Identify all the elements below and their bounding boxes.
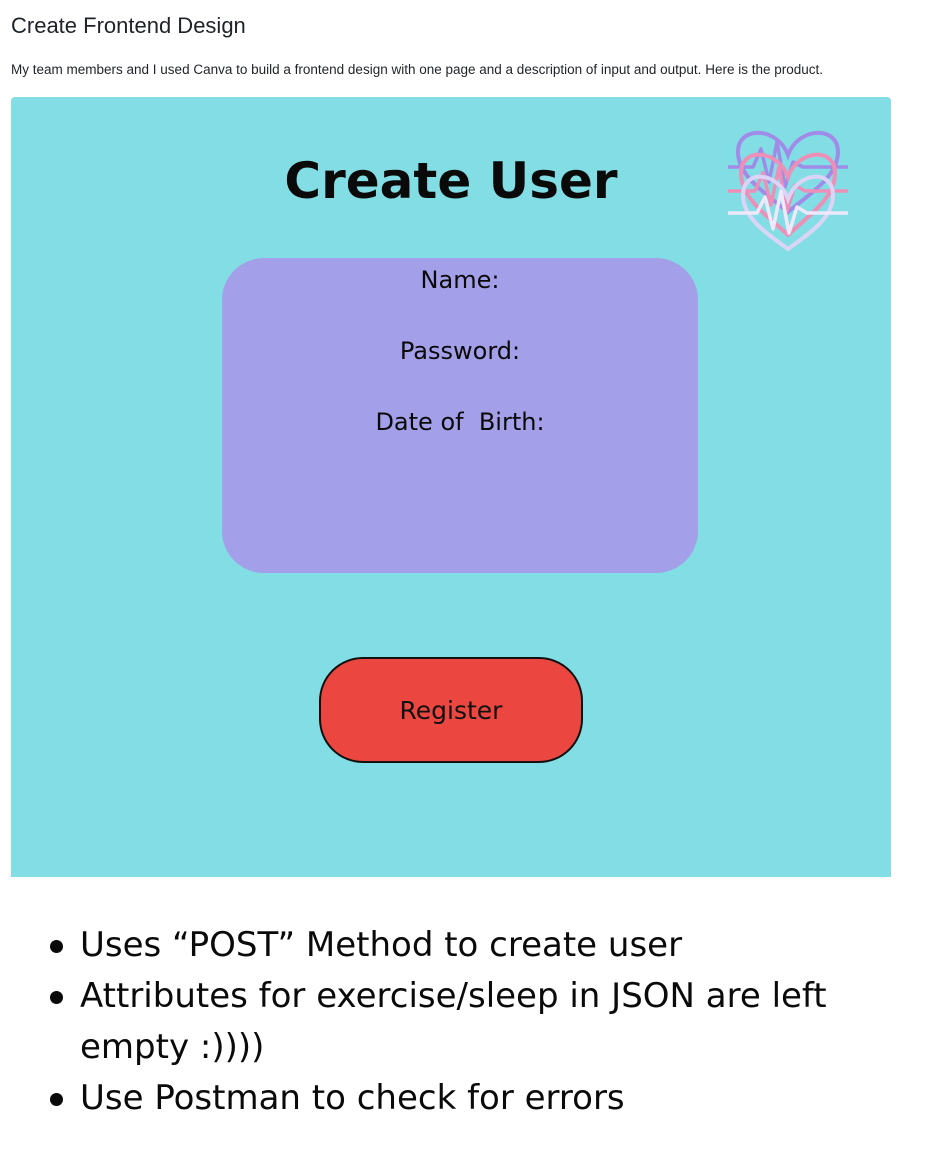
list-item: Uses “POST” Method to create user (44, 920, 904, 971)
bullet-icon (50, 940, 63, 953)
note-text: Uses “POST” Method to create user (80, 925, 683, 965)
dob-field-label: Date of Birth: (375, 408, 545, 436)
heart-pulse-icon (728, 130, 848, 252)
create-user-title: Create User (284, 152, 618, 210)
notes-list: Uses “POST” Method to create user Attrib… (44, 920, 904, 1124)
page-description: My team members and I used Canva to buil… (11, 62, 823, 77)
name-field-label: Name: (420, 266, 500, 294)
note-text: Attributes for exercise/sleep in JSON ar… (80, 976, 827, 1067)
list-item: Use Postman to check for errors (44, 1073, 904, 1124)
note-text: Use Postman to check for errors (80, 1078, 625, 1118)
bullet-icon (50, 1093, 63, 1106)
page-heading: Create Frontend Design (11, 13, 246, 38)
design-image: Create User Name: Password: Date of Birt… (11, 97, 891, 877)
list-item: Attributes for exercise/sleep in JSON ar… (44, 971, 904, 1073)
bullet-icon (50, 991, 63, 1004)
register-button[interactable]: Register (319, 657, 583, 763)
password-field-label: Password: (399, 337, 521, 365)
user-form-card: Name: Password: Date of Birth: (222, 258, 698, 573)
